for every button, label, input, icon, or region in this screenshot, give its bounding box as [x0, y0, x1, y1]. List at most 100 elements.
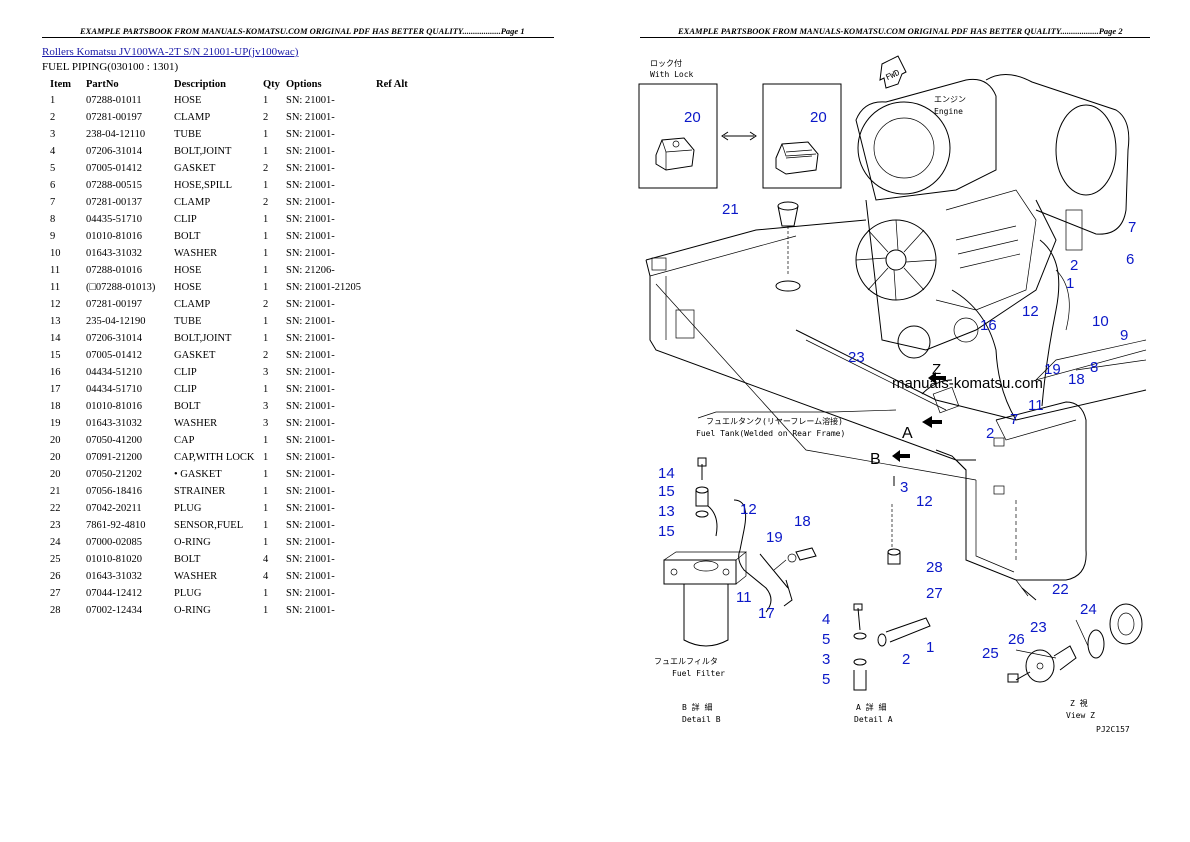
cell-partno: 04435-51710	[86, 214, 142, 225]
cell-partno: 07056-18416	[86, 486, 142, 497]
cell-options: SN: 21001-	[286, 554, 335, 565]
cell-options: SN: 21001-	[286, 571, 335, 582]
cell-partno: 01643-31032	[86, 571, 142, 582]
cell-description: SENSOR,FUEL	[174, 520, 244, 531]
cell-item: 19	[50, 418, 61, 429]
engine-drawing	[855, 74, 1130, 421]
fuel-piping-diagram: FWD ロック付 With Lock	[638, 55, 1147, 734]
cell-ref-alt	[376, 398, 426, 415]
view-letter-z: Z	[932, 361, 941, 378]
cell-qty: 1	[263, 588, 269, 599]
cell-qty: 1	[263, 469, 269, 480]
cell-description: CLAMP	[174, 112, 211, 123]
callout-15-lower: 15	[658, 523, 675, 540]
header-divider-left	[42, 37, 554, 38]
cell-qty: 1	[263, 231, 269, 242]
cell-options: SN: 21001-	[286, 384, 335, 395]
cell-ref-alt	[376, 211, 426, 228]
cell-ref-alt	[376, 432, 426, 449]
cell-description: HOSE,SPILL	[174, 180, 233, 191]
cell-description: TUBE	[174, 129, 202, 140]
cell-options: SN: 21001-	[286, 503, 335, 514]
cell-partno: 07288-01011	[86, 95, 142, 106]
callout-17: 17	[758, 605, 775, 622]
watermark-text: manuals-komatsu.com	[892, 375, 1043, 392]
cell-partno: 01643-31032	[86, 248, 142, 259]
cell-options: SN: 21001-	[286, 248, 335, 259]
cell-description: TUBE	[174, 316, 202, 327]
cell-description: BOLT,JOINT	[174, 146, 232, 157]
cap-drawing	[775, 141, 819, 175]
cell-description: HOSE	[174, 95, 202, 106]
cell-partno: 238-04-12110	[86, 129, 146, 140]
cell-description: BOLT	[174, 401, 201, 412]
cell-partno: 04434-51710	[86, 384, 142, 395]
cell-description: CLIP	[174, 384, 197, 395]
cell-partno: 235-04-12190	[86, 316, 146, 327]
cell-item: 13	[50, 316, 61, 327]
cell-description: PLUG	[174, 503, 202, 514]
cell-description: STRAINER	[174, 486, 226, 497]
cell-options: SN: 21001-	[286, 214, 335, 225]
cell-options: SN: 21001-	[286, 112, 335, 123]
cell-item: 28	[50, 605, 61, 616]
cell-description: HOSE	[174, 282, 202, 293]
cell-ref-alt	[376, 330, 426, 347]
callout-15-upper: 15	[658, 483, 675, 500]
cell-description: CAP	[174, 435, 195, 446]
callout-7-lower: 7	[1010, 411, 1018, 428]
cell-description: WASHER	[174, 248, 218, 259]
rear-frame-drawing	[645, 219, 1147, 481]
callout-27: 27	[926, 585, 943, 602]
callout-18-upper: 18	[1068, 371, 1085, 388]
cell-options: SN: 21001-	[286, 316, 335, 327]
cell-item: 10	[50, 248, 61, 259]
cell-item: 15	[50, 350, 61, 361]
detail-b-label: Detail B	[682, 715, 721, 724]
callout-13: 13	[658, 503, 675, 520]
cell-description: CLIP	[174, 214, 197, 225]
cell-description: • GASKET	[174, 469, 222, 480]
cell-item: 25	[50, 554, 61, 565]
callout-23-upper: 23	[848, 349, 865, 366]
cell-ref-alt	[376, 126, 426, 143]
cell-partno: 07091-21200	[86, 452, 142, 463]
cell-description: BOLT	[174, 231, 201, 242]
cell-partno: 07002-12434	[86, 605, 142, 616]
cell-ref-alt	[376, 466, 426, 483]
cell-ref-alt	[376, 347, 426, 364]
cell-qty: 3	[263, 401, 269, 412]
cell-ref-alt	[376, 296, 426, 313]
fuel-tank-drawing	[921, 379, 1087, 601]
cell-description: CAP,WITH LOCK	[174, 452, 255, 463]
callout-25: 25	[982, 645, 999, 662]
fuel-sensor-drawing	[1007, 603, 1143, 683]
cell-qty: 1	[263, 452, 269, 463]
cell-qty: 2	[263, 299, 269, 310]
cell-ref-alt	[376, 143, 426, 160]
cell-item: 24	[50, 537, 61, 548]
cell-qty: 1	[263, 146, 269, 157]
cell-description: HOSE	[174, 265, 202, 276]
model-title-link[interactable]: Rollers Komatsu JV100WA-2T S/N 21001-UP(…	[42, 46, 299, 58]
callout-5-lower: 5	[822, 671, 830, 688]
callout-20-lock: 20	[684, 109, 701, 126]
cell-item: 18	[50, 401, 61, 412]
view-arrows	[892, 372, 946, 462]
cell-ref-alt	[376, 602, 426, 619]
callout-2-upper: 2	[1070, 257, 1078, 274]
cell-partno: 07288-00515	[86, 180, 142, 191]
callout-14: 14	[658, 465, 675, 482]
callout-18-b: 18	[794, 513, 811, 530]
cell-qty: 1	[263, 95, 269, 106]
cell-partno: 7861-92-4810	[86, 520, 146, 531]
